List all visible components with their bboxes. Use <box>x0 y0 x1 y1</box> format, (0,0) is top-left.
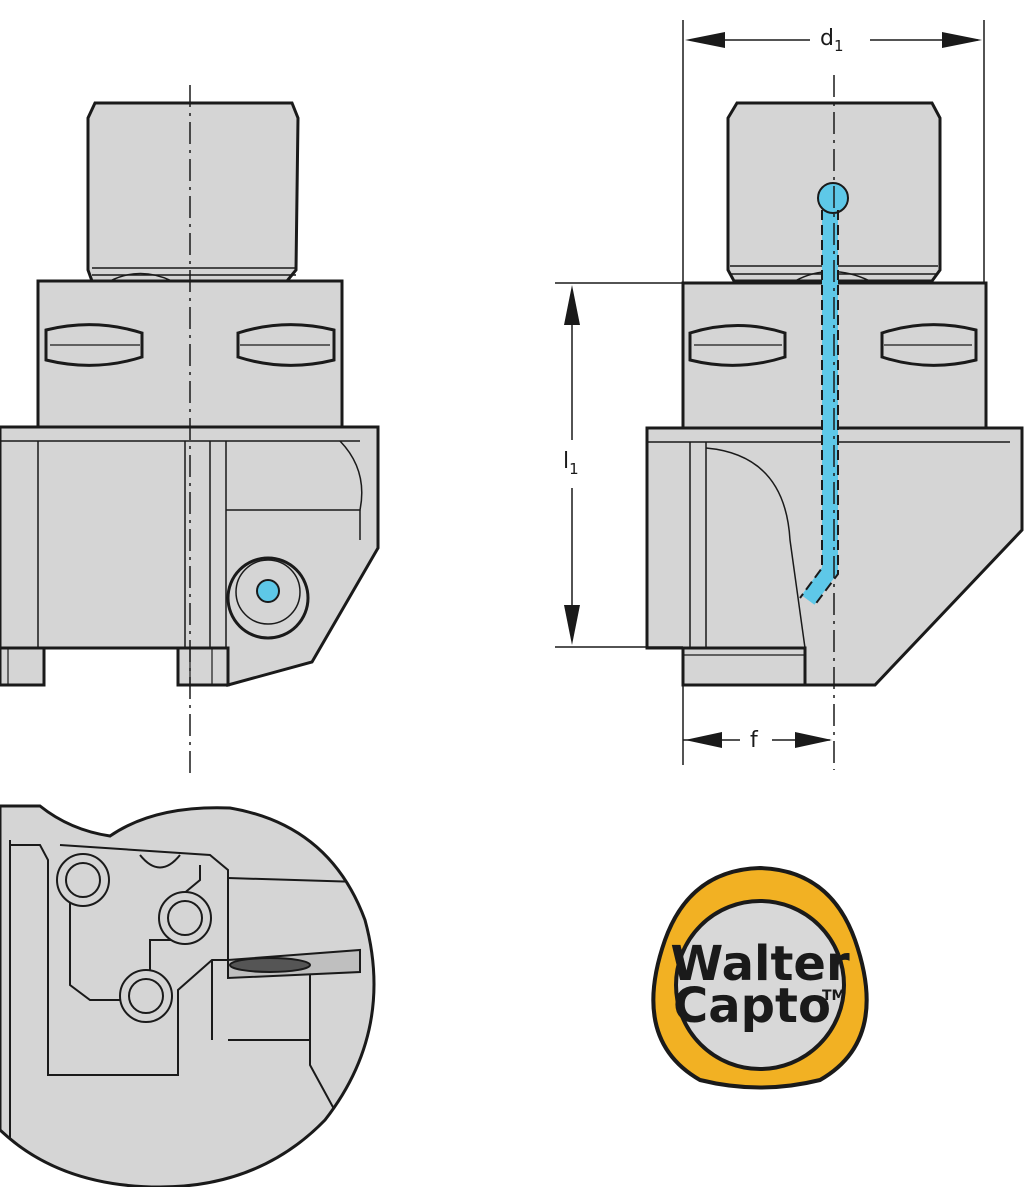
logo-inner-circle <box>674 899 846 1071</box>
dimension-l1-label: l1 <box>563 449 579 478</box>
dimension-f-label: f <box>750 728 759 753</box>
logo-trademark: TM <box>822 988 845 1004</box>
front-lower-body <box>0 425 380 687</box>
walter-capto-logo: Walter Capto TM <box>651 865 869 1090</box>
front-foot-left <box>0 646 46 687</box>
coolant-channel <box>799 182 849 607</box>
logo-line2: Capto <box>673 978 831 1034</box>
detail-outline <box>0 804 376 1187</box>
detail-view <box>0 804 376 1187</box>
side-foot <box>681 646 807 687</box>
front-view <box>0 101 380 687</box>
logo-line1: Walter <box>670 936 850 992</box>
front-shank <box>86 101 300 283</box>
dimension-lines <box>555 20 985 765</box>
front-foot-right <box>176 646 230 687</box>
front-coolant-port <box>256 579 280 603</box>
dimension-d1-label: d1 <box>820 26 844 55</box>
